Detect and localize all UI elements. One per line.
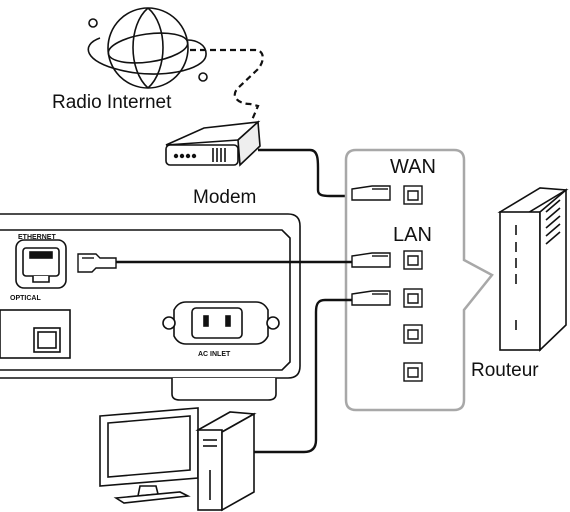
lan-port-4: [403, 362, 423, 382]
optical-port: [33, 327, 61, 353]
internet-radio-label: Radio Internet: [52, 92, 172, 113]
pc-lan-cable: [250, 298, 352, 454]
ethernet-label: ETHERNET: [18, 234, 56, 241]
lan-plug-2: [351, 290, 391, 306]
wan-plug: [351, 185, 391, 201]
router-icon: [497, 187, 569, 352]
wan-port: [403, 185, 423, 205]
internet-link-line: [190, 48, 264, 121]
wan-cable: [258, 148, 352, 198]
pc-tower-icon: [195, 411, 257, 512]
monitor-icon: [99, 407, 199, 504]
lan-port-2: [403, 288, 423, 308]
wan-label: WAN: [390, 156, 436, 178]
modem-label: Modem: [193, 187, 257, 208]
lan-label: LAN: [393, 224, 432, 246]
optical-label: OPTICAL: [10, 295, 41, 302]
ac-inlet: [162, 301, 280, 345]
device-plug: [77, 253, 117, 273]
modem-icon: [165, 120, 261, 167]
lan-port-1: [403, 250, 423, 270]
globe-icon: [87, 7, 208, 89]
ethernet-port: [15, 239, 67, 289]
router-port-panel: [344, 148, 494, 412]
lan-port-3: [403, 324, 423, 344]
ac-inlet-label: AC INLET: [198, 351, 231, 358]
router-label: Routeur: [471, 360, 539, 381]
lan-plug-1: [351, 252, 391, 268]
